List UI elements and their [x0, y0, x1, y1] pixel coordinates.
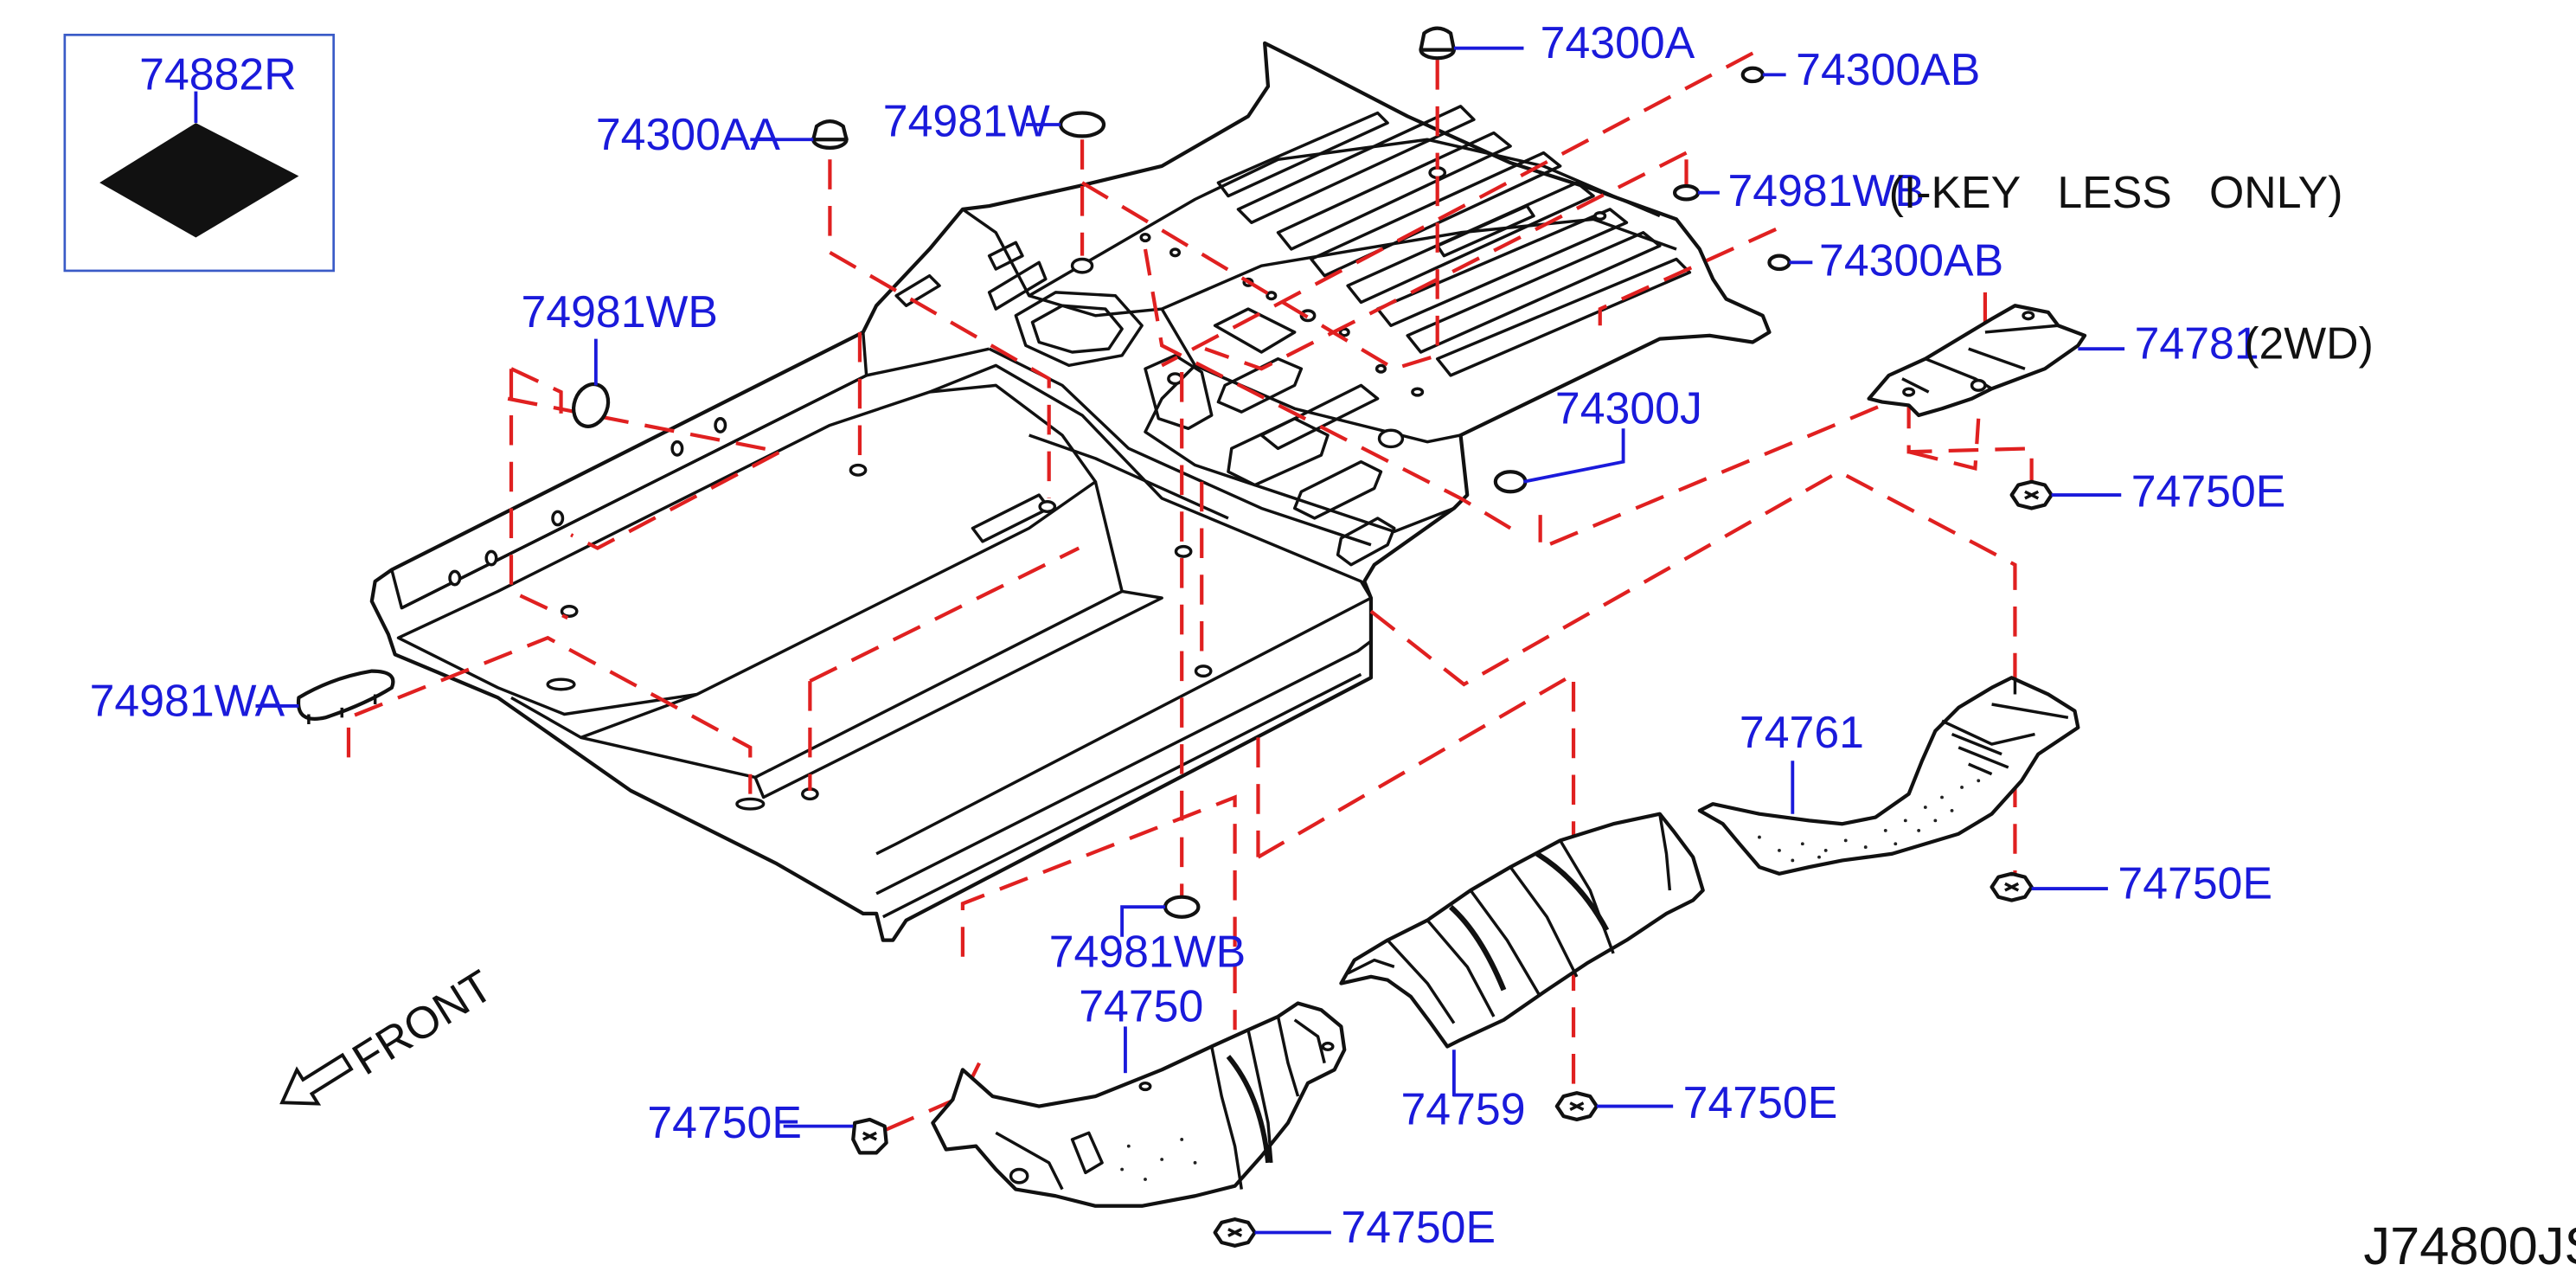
plug-74300J [1493, 470, 1528, 494]
part-label[interactable]: 74981WA [90, 675, 285, 725]
insulator-74759 [1339, 812, 1705, 1049]
plug-74300A [1419, 26, 1456, 61]
part-label[interactable]: 74750 [1079, 981, 1203, 1031]
part-label[interactable]: 74750E [2118, 858, 2272, 908]
cap-74981WA [296, 669, 395, 725]
insulator-74750 [931, 1001, 1347, 1208]
part-label[interactable]: 74750E [1341, 1202, 1496, 1252]
part-label[interactable]: 74300A [1541, 17, 1695, 67]
part-label[interactable]: 74882R [139, 49, 296, 100]
part-label[interactable]: 74981W [883, 95, 1050, 145]
cap-74981W [1059, 111, 1106, 138]
part-label[interactable]: 74750E [1683, 1077, 1838, 1127]
clip-74750E-right-top [2009, 479, 2054, 510]
cap-74981WB-left [572, 382, 611, 428]
part-note: (2WD) [2244, 318, 2374, 369]
floor-panel [369, 41, 1772, 942]
part-label[interactable]: 74759 [1400, 1084, 1525, 1134]
clip-74750E-right-mid [1990, 871, 2034, 902]
insulator-74781 [1867, 304, 2087, 418]
cap-74981WB-bottom [1163, 895, 1201, 919]
part-label[interactable]: 74750E [647, 1097, 802, 1147]
part-label[interactable]: 74300AB [1796, 44, 1980, 94]
part-labels: 74300A 74300AB 74300AA 74981W 74981WB (I… [90, 17, 2374, 1252]
drawing-code: J74800JS [2363, 1217, 2576, 1276]
part-label[interactable]: 74750E [2131, 466, 2286, 517]
front-label: FRONT [343, 960, 501, 1085]
plug-74300AB-top [1740, 66, 1765, 84]
explode-lines [346, 51, 2034, 1132]
front-indicator: FRONT [279, 960, 501, 1106]
part-label[interactable]: 74981WB [522, 286, 718, 337]
part-label[interactable]: 74300AA [596, 109, 781, 159]
part-label[interactable]: 74300J [1555, 383, 1702, 433]
part-label[interactable]: 74981WB [1727, 165, 1924, 215]
part-note: (I-KEY LESS ONLY) [1889, 167, 2343, 217]
inset-box: 74882R [63, 33, 336, 273]
insulator-pad-74882R [99, 123, 299, 238]
plug-74300AA [811, 119, 849, 150]
clip-74750E-center [1554, 1091, 1599, 1122]
part-label[interactable]: 74981WB [1049, 926, 1246, 976]
part-label[interactable]: 74300AB [1819, 235, 2003, 286]
part-label[interactable]: 74761 [1740, 707, 1864, 757]
insulator-74761 [1697, 676, 2080, 876]
clip-74750E-left [851, 1117, 888, 1155]
cap-74981WB-ikey [1672, 183, 1701, 202]
clip-74750E-bottom [1213, 1217, 1257, 1248]
front-arrow-icon [279, 1052, 354, 1106]
leader-lines [255, 46, 2125, 1235]
part-label[interactable]: 74781 [2135, 318, 2259, 369]
plug-74300AB-mid [1767, 254, 1791, 272]
